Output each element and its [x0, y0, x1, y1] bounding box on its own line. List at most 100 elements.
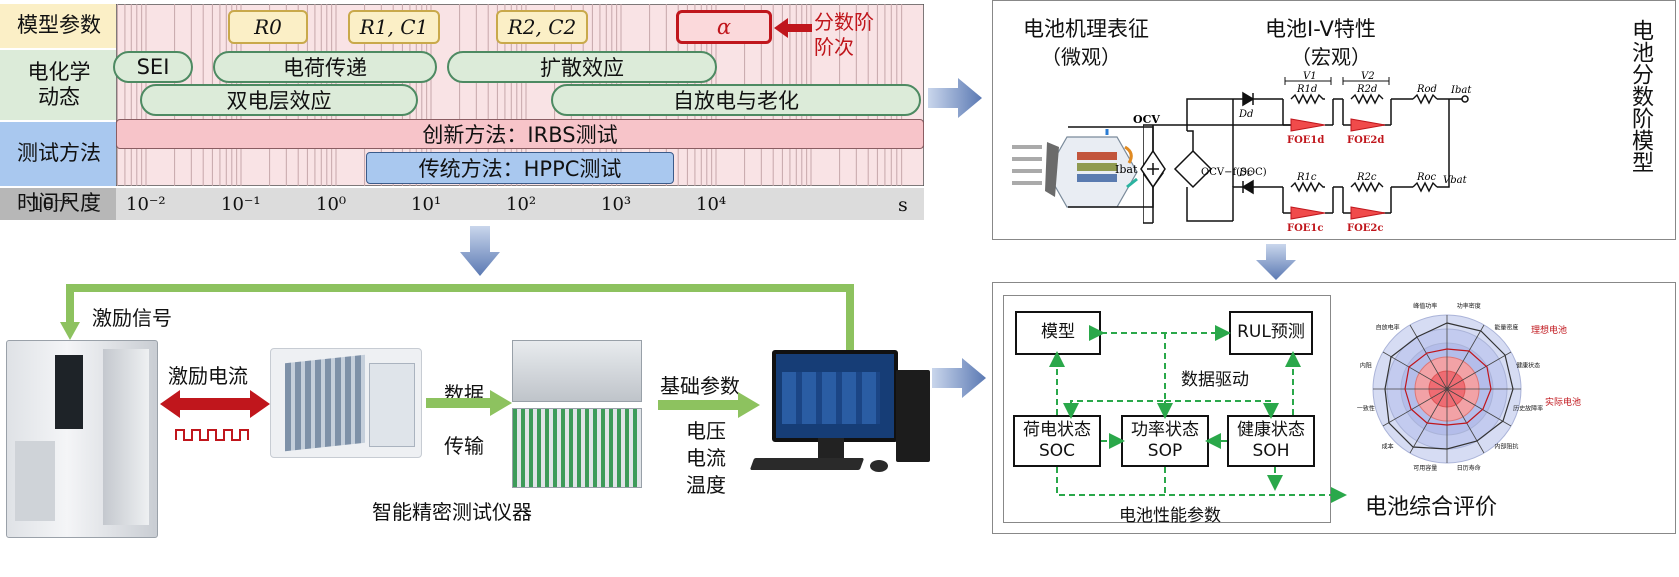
arrow-down-right [1256, 244, 1296, 280]
time-tick-label: 10⁻² [126, 194, 166, 215]
radar-axis-label: 日历寿命 [1457, 464, 1481, 472]
v1-label: V1 [1303, 71, 1317, 82]
radar-axis-label: 健康状态 [1516, 361, 1540, 369]
alpha-note: 分数阶 阶次 [814, 10, 874, 59]
param-r1c1: R1, C1 [348, 10, 440, 44]
row-label-model-params: 模型参数 [0, 4, 118, 48]
dd-label: Dd [1238, 109, 1253, 120]
measure-labels: 电压 电流 温度 [686, 418, 726, 499]
vbat-label: Vbat [1443, 175, 1468, 186]
macro-title: 电池I-V特性 [1265, 17, 1376, 41]
radar-axis-label: 功率密度 [1457, 302, 1481, 310]
radar-axis-label: 内阻 [1360, 361, 1372, 369]
main-circuit: R1d R2d Rod R1c R2c Roc Dd Dc FOE1d FOE2… [1173, 71, 1472, 231]
time-tick-label: 10⁰ [316, 194, 347, 215]
arrow-right-bottom [932, 358, 986, 398]
radar-axis-label: 峰值功率 [1413, 302, 1437, 310]
row-label-test-method: 测试方法 [0, 122, 118, 186]
micro-sub: （微观） [1041, 45, 1121, 69]
foe1d-label: FOE1d [1287, 135, 1324, 146]
time-tick-label: 10² [506, 194, 537, 215]
method-innovative: 创新方法：IRBS测试 [116, 119, 924, 149]
dyn-diffusion: 扩散效应 [447, 51, 717, 83]
macro-sub: （宏观） [1291, 45, 1371, 69]
instrument-label: 智能精密测试仪器 [372, 500, 532, 524]
overall-eval-label: 电池综合评价 [1365, 495, 1498, 520]
time-tick-label: 10¹ [411, 194, 442, 215]
radar-axis-label: 一致性 [1357, 405, 1375, 413]
data-transfer-label: 数据 传输 [444, 382, 484, 458]
r2d-label: R2d [1356, 84, 1377, 95]
radar-axis-label: 可用容量 [1413, 464, 1437, 472]
foe1c-label: FOE1c [1287, 223, 1323, 231]
excitation-signal-loop [60, 284, 854, 358]
radar-legend-actual: 实际电池 [1545, 398, 1582, 408]
rul-box: RUL预测 [1229, 311, 1313, 355]
v2-label: V2 [1361, 71, 1375, 82]
radar-axis-label: 成本 [1382, 442, 1394, 450]
instrument-top-image [512, 340, 642, 402]
performance-label: 电池性能参数 [1119, 506, 1221, 526]
arrow-down-left [460, 226, 500, 276]
micro-title: 电池机理表征 [1023, 17, 1149, 41]
time-tick-label: 10⁴ [696, 194, 727, 215]
time-tick-label: 10³ [601, 194, 632, 215]
excitation-current-label: 激励电流 [168, 364, 248, 388]
data-driven-label: 数据驱动 [1181, 370, 1249, 390]
method-traditional: 传统方法：HPPC测试 [366, 152, 674, 184]
time-unit: s [898, 194, 908, 216]
radar-axis-label: 内部阻抗 [1494, 442, 1518, 450]
current-double-arrow [160, 390, 270, 441]
rod-label: Rod [1416, 84, 1437, 95]
radar-legend-ideal: 理想电池 [1531, 326, 1568, 336]
temperature-label: 温度 [686, 473, 726, 497]
computer-image [749, 346, 932, 476]
param-alpha: α [676, 10, 772, 44]
small-source-circuit: OCV Ibat [1068, 113, 1166, 208]
time-tick-label: 10⁻³ [31, 194, 71, 215]
r1c-label: R1c [1296, 172, 1317, 183]
ocv-label: OCV [1133, 113, 1160, 126]
power-cabinet-image [6, 340, 158, 538]
ibat-label: Ibat [1450, 85, 1472, 96]
param-r0: R0 [228, 10, 308, 44]
r2c-label: R2c [1356, 172, 1377, 183]
side-title: 电池分数阶模型 [1628, 19, 1653, 173]
base-params-arrow [658, 392, 760, 418]
battery-rack-image [270, 348, 422, 458]
dyn-sei: SEI [113, 51, 193, 83]
dyn-charge-transfer: 电荷传递 [213, 51, 437, 83]
excitation-signal-label: 激励信号 [92, 306, 172, 330]
foe2d-label: FOE2d [1347, 135, 1384, 146]
dyn-double-layer: 双电层效应 [140, 84, 418, 116]
roc-label: Roc [1416, 172, 1437, 183]
current-label: 电流 [686, 446, 726, 470]
eval-dashed-arrows [1049, 325, 1347, 503]
foe2c-label: FOE2c [1347, 223, 1383, 231]
micro-illustration [1007, 127, 1157, 217]
dyn-self-discharge: 自放电与老化 [551, 84, 921, 116]
radar-axis-label: 能量密度 [1494, 324, 1518, 332]
row-label-electrochem: 电化学 动态 [0, 50, 118, 120]
data-transfer-arrow [426, 390, 512, 416]
alpha-red-arrow [774, 18, 812, 38]
ocv-soc-label: OCV−f(SOC) [1201, 167, 1267, 178]
param-r2c2: R2, C2 [496, 10, 588, 44]
model-panel: 电池机理表征 （微观） 电池I-V特性 （宏观） 电池分数阶模型 [992, 0, 1676, 240]
r1d-label: R1d [1296, 84, 1317, 95]
dc-label: Dc [1238, 168, 1253, 179]
radar-axis-label: 自放电率 [1376, 324, 1400, 332]
arrow-right-top [928, 78, 982, 118]
radar-axis-label: 历史故障率 [1513, 405, 1543, 413]
eval-inner-box [1003, 295, 1331, 523]
base-params-label: 基础参数 [660, 374, 740, 398]
ibat-small: Ibat [1115, 163, 1138, 176]
time-axis-bar [116, 188, 924, 220]
instrument-bottom-image [512, 408, 642, 488]
